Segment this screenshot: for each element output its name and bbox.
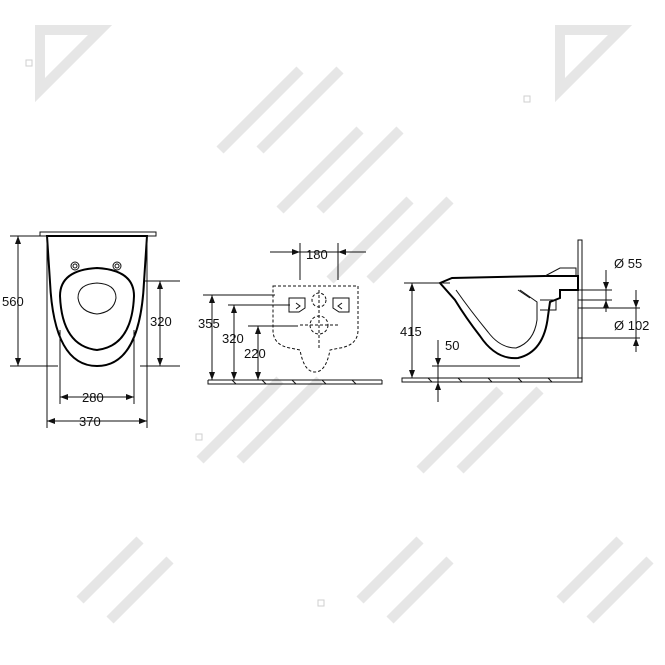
dim-front-width: 370: [79, 414, 101, 429]
back-view: 180 355 320 220: [198, 243, 383, 385]
dim-front-height: 560: [2, 294, 24, 309]
dim-back-355: 355: [198, 316, 220, 331]
dim-side-diam-102: Ø 102: [614, 318, 649, 333]
dim-side-50: 50: [445, 338, 459, 353]
dim-back-220: 220: [244, 346, 266, 361]
dim-back-spacing: 180: [306, 247, 328, 262]
dim-front-inner-width: 280: [82, 390, 104, 405]
front-view: 560 320 280 370: [2, 231, 180, 429]
dim-side-diam-55: Ø 55: [614, 256, 642, 271]
dim-front-inner-height: 320: [150, 314, 172, 329]
side-view: 415 50 Ø 55 Ø 102: [400, 239, 649, 402]
dim-back-320: 320: [222, 331, 244, 346]
dim-side-height: 415: [400, 324, 422, 339]
watermark-pattern: [25, 25, 654, 624]
